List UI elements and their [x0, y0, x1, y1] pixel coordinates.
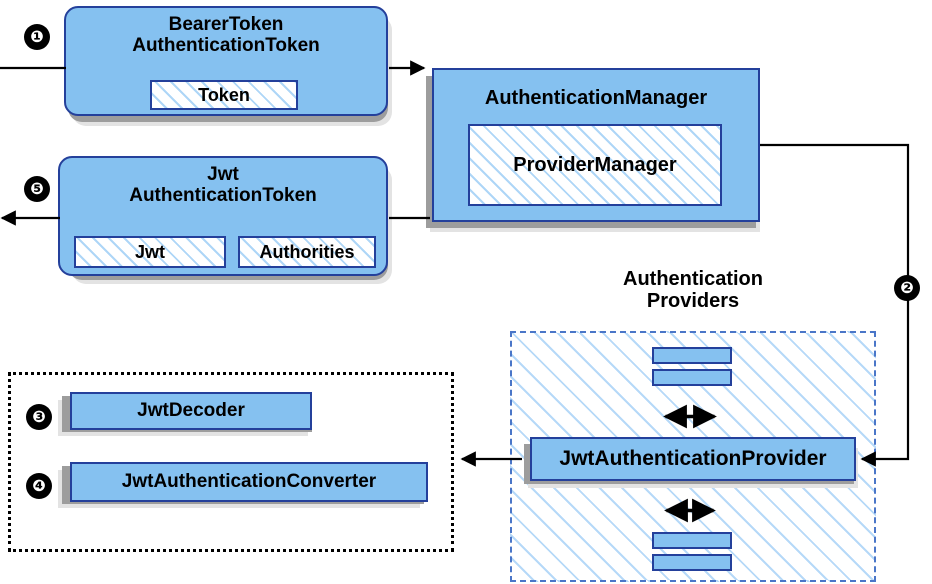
other-provider-bar-bottom-2[interactable] [652, 554, 732, 571]
provider-manager-box: ProviderManager [468, 124, 722, 206]
jwt-decoder-title: JwtDecoder [137, 399, 245, 421]
jwt-authentication-provider-title: JwtAuthenticationProvider [559, 446, 827, 470]
bearer-token-title: BearerToken AuthenticationToken [132, 14, 320, 56]
other-provider-bar-top-1[interactable] [652, 347, 732, 364]
node-bearer-token-authentication-token[interactable]: BearerToken AuthenticationToken [64, 6, 388, 116]
jwt-token-title: Jwt AuthenticationToken [129, 164, 317, 206]
other-provider-bar-top-2[interactable] [652, 369, 732, 386]
bearer-token-field-token: Token [150, 80, 298, 110]
authentication-providers-label: Authentication Providers [623, 268, 763, 313]
jwt-authentication-converter-title: JwtAuthenticationConverter [121, 470, 377, 492]
authentication-manager-title: AuthenticationManager [484, 87, 708, 109]
node-jwt-decoder[interactable]: JwtDecoder [70, 392, 312, 430]
step-badge-1: ❶ [24, 24, 50, 50]
other-provider-bar-bottom-1[interactable] [652, 532, 732, 549]
jwt-components-container [8, 372, 454, 552]
node-jwt-authentication-provider[interactable]: JwtAuthenticationProvider [530, 437, 856, 481]
step-badge-5: ❺ [24, 176, 50, 202]
step-badge-4: ❹ [26, 473, 52, 499]
jwt-token-field-authorities: Authorities [238, 236, 376, 268]
node-jwt-authentication-converter[interactable]: JwtAuthenticationConverter [70, 462, 428, 502]
step-badge-2: ❷ [894, 275, 920, 301]
step-badge-3: ❸ [26, 404, 52, 430]
jwt-token-field-jwt: Jwt [74, 236, 226, 268]
